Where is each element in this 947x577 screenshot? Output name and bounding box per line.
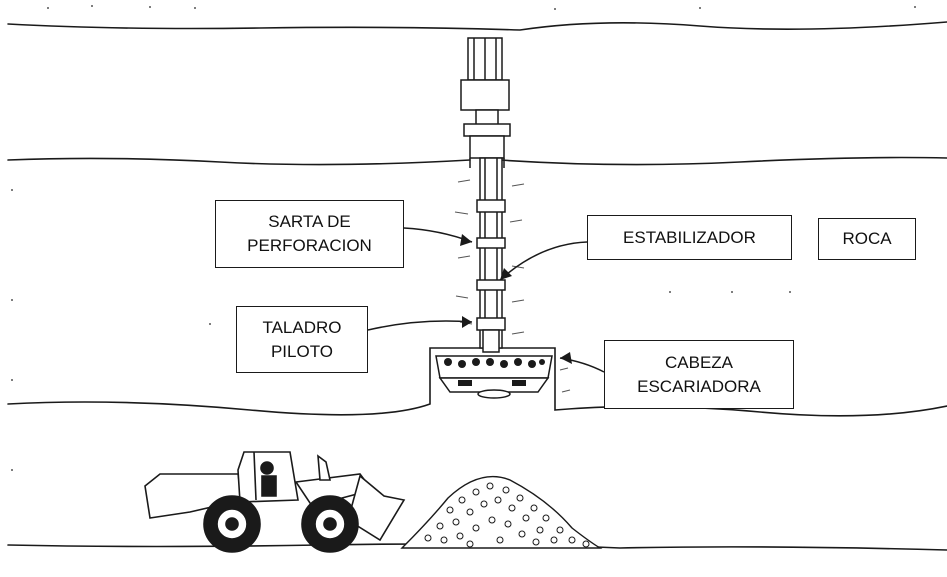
label-pilot-hole-line2: PILOTO: [270, 341, 334, 361]
label-rock: ROCA: [818, 218, 916, 260]
label-rock-text: ROCA: [842, 229, 892, 248]
label-reamer-head-line1: CABEZA: [664, 352, 734, 372]
reamer-head-icon: [435, 355, 553, 399]
upper-level-line: [7, 156, 947, 166]
label-pilot-hole-line1: TALADRO: [262, 317, 342, 337]
arrow-heads: [460, 234, 572, 364]
arrow-pilot-hole: [367, 320, 473, 331]
drill-rig-icon: [460, 37, 511, 168]
surface-line: [7, 21, 947, 31]
lower-level-roof: [7, 347, 947, 417]
label-reamer-head-line2: ESCARIADORA: [637, 376, 761, 396]
muck-pile-icon: [400, 475, 603, 549]
drill-pipe-icon: [476, 157, 506, 353]
label-reamer-head: CABEZA ESCARIADORA: [604, 340, 794, 409]
label-stabilizer-text: ESTABILIZADOR: [623, 227, 756, 247]
label-pilot-hole: TALADRO PILOTO: [236, 306, 368, 373]
loader-icon: [144, 451, 406, 553]
label-drill-string-line1: SARTA DE: [268, 212, 351, 231]
rock-texture: [454, 179, 571, 393]
label-drill-string-line2: PERFORACION: [247, 236, 372, 255]
arrow-stabilizer: [499, 241, 588, 281]
label-drill-string: SARTA DE PERFORACION: [215, 200, 404, 268]
speckles: [11, 5, 916, 471]
label-stabilizer: ESTABILIZADOR: [587, 215, 792, 260]
